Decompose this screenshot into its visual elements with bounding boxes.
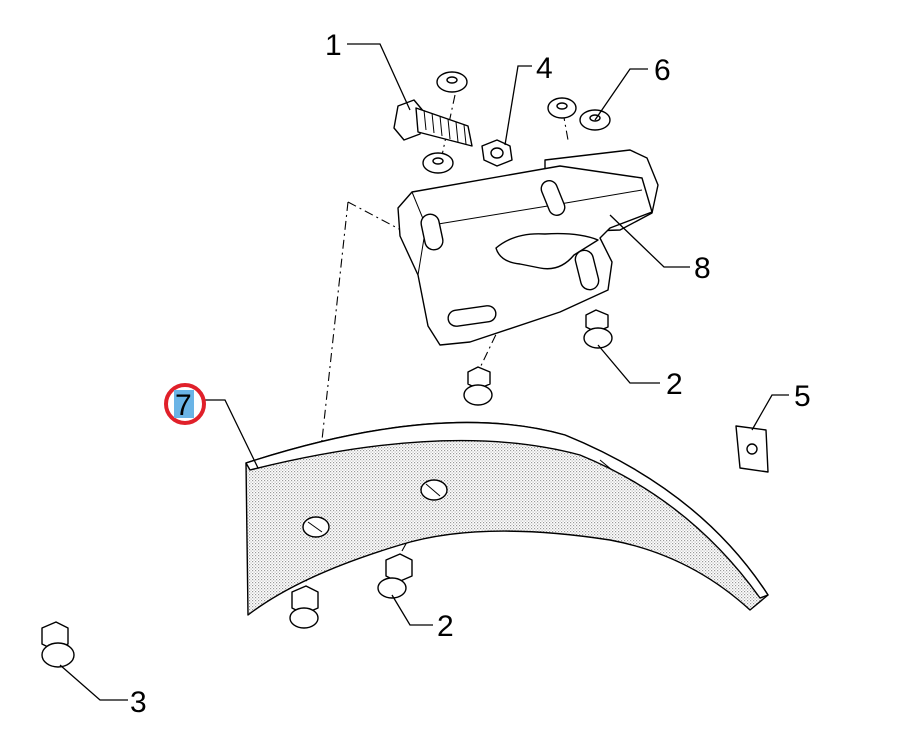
nut-part: [481, 139, 513, 167]
carriage-bolt-parts-upper: [463, 309, 613, 406]
callout-1[interactable]: 1: [325, 29, 342, 62]
callout-labels: 1 4 6 8 2 5 2 3: [130, 29, 811, 719]
washer-parts: [422, 71, 611, 174]
callout-4[interactable]: 4: [536, 52, 553, 85]
highlight-fill: [174, 390, 194, 418]
callout-6[interactable]: 6: [654, 54, 671, 87]
bracket-part: [397, 149, 659, 346]
callout-5[interactable]: 5: [794, 380, 811, 413]
callout-2-upper[interactable]: 2: [666, 368, 683, 401]
callout-7[interactable]: 7: [175, 389, 192, 422]
callout-3[interactable]: 3: [130, 686, 147, 719]
callout-7-highlight[interactable]: 7: [164, 383, 206, 425]
plate-part: [735, 425, 769, 473]
carriage-bolt-parts-lower: [289, 553, 413, 629]
callout-8[interactable]: 8: [694, 252, 711, 285]
leader-lines: [59, 43, 789, 701]
hex-bolt-part: [41, 621, 75, 668]
bolt-part: [393, 99, 473, 147]
mouldboard-part: [245, 421, 769, 616]
callout-2-lower[interactable]: 2: [437, 610, 454, 643]
